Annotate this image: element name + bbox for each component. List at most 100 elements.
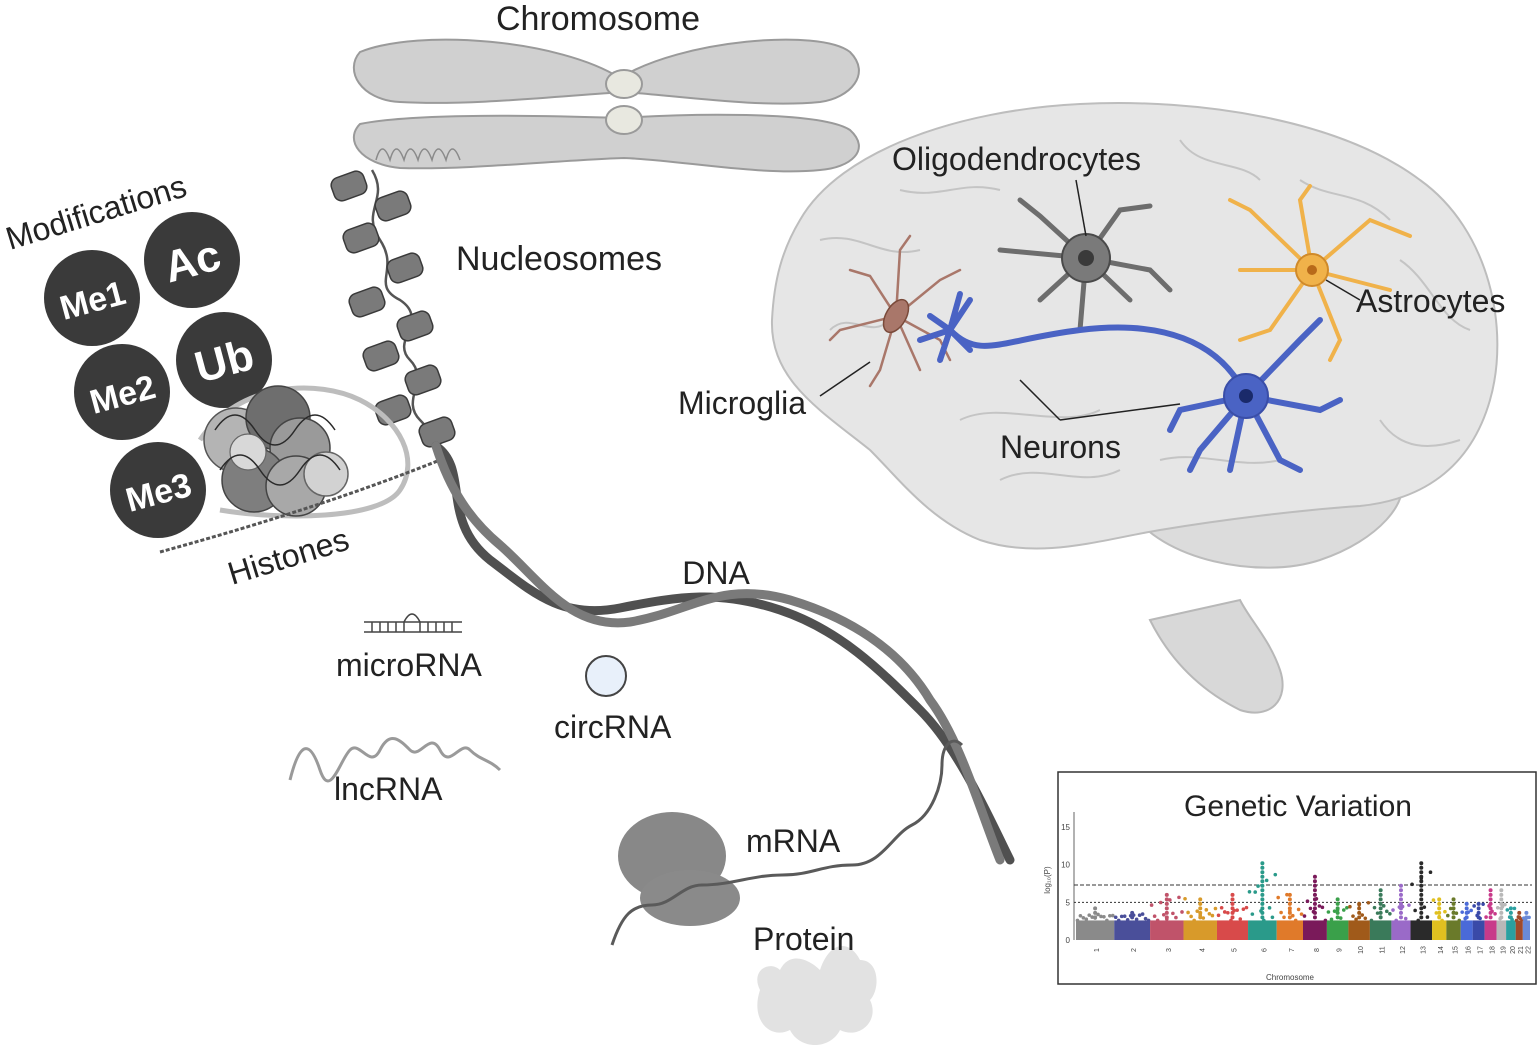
manhattan-point bbox=[1403, 916, 1408, 921]
manhattan-chrom-block bbox=[1515, 920, 1523, 940]
microglia-cell bbox=[828, 234, 962, 388]
manhattan-point bbox=[1244, 905, 1249, 910]
manhattan-point bbox=[1171, 911, 1175, 916]
protein-icon bbox=[757, 946, 877, 1045]
manhattan-point bbox=[1229, 918, 1233, 923]
manhattan-point bbox=[1256, 884, 1260, 888]
manhattan-point bbox=[1345, 905, 1349, 910]
manhattan-point bbox=[1366, 901, 1371, 905]
manhattan-point bbox=[1419, 906, 1424, 911]
manhattan-chrom-block bbox=[1369, 920, 1392, 940]
manhattan-point bbox=[1434, 911, 1439, 915]
manhattan-point bbox=[1192, 918, 1196, 923]
manhattan-point bbox=[1419, 915, 1424, 920]
manhattan-chrom-block bbox=[1114, 920, 1151, 940]
manhattan-point bbox=[1279, 910, 1283, 915]
manhattan-point bbox=[1296, 907, 1301, 912]
manhattan-point bbox=[1448, 906, 1453, 911]
dna-label: DNA bbox=[682, 555, 750, 591]
manhattan-point bbox=[1213, 906, 1218, 911]
manhattan-point bbox=[1381, 904, 1386, 908]
manhattan-point bbox=[1357, 906, 1362, 911]
astrocytes-label: Astrocytes bbox=[1356, 283, 1505, 319]
manhattan-point bbox=[1164, 892, 1169, 897]
manhattan-point bbox=[1422, 905, 1427, 909]
manhattan-point bbox=[1398, 883, 1403, 888]
manhattan-point bbox=[1164, 906, 1169, 911]
manhattan-point bbox=[1093, 915, 1098, 920]
astrocytes-leader bbox=[1325, 279, 1361, 301]
manhattan-point bbox=[1476, 901, 1481, 906]
manhattan-point bbox=[1287, 892, 1292, 897]
mod-me3-circle bbox=[110, 442, 206, 538]
manhattan-point bbox=[1488, 888, 1493, 893]
manhattan-point bbox=[1419, 901, 1424, 906]
manhattan-point bbox=[1312, 883, 1317, 888]
manhattan-chrom-block bbox=[1348, 920, 1370, 940]
manhattan-x-tick: 1 bbox=[1094, 948, 1101, 952]
manhattan-point bbox=[1195, 909, 1200, 913]
manhattan-point bbox=[1260, 879, 1265, 884]
manhattan-point bbox=[1514, 918, 1519, 923]
manhattan-point bbox=[1110, 913, 1115, 918]
manhattan-point bbox=[1460, 910, 1464, 914]
manhattan-point bbox=[1312, 897, 1317, 902]
manhattan-point bbox=[1407, 903, 1411, 907]
manhattan-point bbox=[1476, 906, 1481, 911]
neurons-label: Neurons bbox=[1000, 429, 1121, 465]
manhattan-point bbox=[1451, 910, 1456, 915]
manhattan-y-tick: 5 bbox=[1066, 898, 1071, 907]
manhattan-point bbox=[1351, 914, 1355, 918]
manhattan-x-tick: 16 bbox=[1466, 946, 1473, 954]
manhattan-point bbox=[1253, 890, 1258, 894]
manhattan-point bbox=[1125, 918, 1130, 922]
manhattan-x-tick: 20 bbox=[1510, 946, 1517, 954]
manhattan-point bbox=[1146, 918, 1151, 923]
manhattan-point bbox=[1488, 901, 1493, 906]
manhattan-point bbox=[1378, 906, 1383, 911]
manhattan-point bbox=[1108, 913, 1112, 918]
manhattan-point bbox=[1312, 888, 1317, 893]
mod-me2-circle bbox=[74, 344, 170, 440]
manhattan-point bbox=[1398, 915, 1403, 920]
manhattan-point bbox=[1312, 906, 1317, 911]
microrna-icon bbox=[364, 613, 462, 633]
manhattan-point bbox=[1437, 906, 1442, 911]
manhattan-point bbox=[1186, 910, 1190, 915]
manhattan-point bbox=[1419, 883, 1424, 888]
manhattan-chrom-block bbox=[1496, 920, 1507, 940]
manhattan-point bbox=[1168, 898, 1172, 902]
manhattan-point bbox=[1431, 898, 1436, 902]
manhattan-x-tick: 19 bbox=[1500, 946, 1507, 954]
manhattan-point bbox=[1503, 902, 1507, 907]
histone-octamer bbox=[159, 385, 441, 554]
manhattan-point bbox=[1075, 918, 1080, 923]
manhattan-chrom-block bbox=[1410, 920, 1433, 940]
manhattan-point bbox=[1398, 910, 1403, 915]
manhattan-point bbox=[1155, 918, 1160, 923]
manhattan-point bbox=[1143, 916, 1148, 921]
manhattan-point bbox=[1388, 911, 1392, 916]
manhattan-point bbox=[1320, 905, 1325, 910]
manhattan-point bbox=[1391, 908, 1395, 912]
manhattan-y-tick: 0 bbox=[1066, 936, 1071, 945]
protein-label: Protein bbox=[753, 921, 854, 957]
manhattan-point bbox=[1378, 910, 1383, 915]
manhattan-point bbox=[1512, 906, 1517, 911]
manhattan-point bbox=[1398, 892, 1403, 897]
manhattan-point bbox=[1099, 914, 1103, 919]
manhattan-point bbox=[1484, 915, 1488, 919]
manhattan-point bbox=[1230, 906, 1235, 911]
manhattan-chrom-block bbox=[1460, 920, 1473, 940]
manhattan-point bbox=[1495, 905, 1500, 910]
microrna-label: microRNA bbox=[336, 647, 482, 683]
manhattan-point bbox=[1226, 910, 1230, 915]
modification-circles: Me1 Ac Me2 Ub Me3 bbox=[44, 212, 272, 538]
manhattan-point bbox=[1499, 892, 1504, 897]
manhattan-point bbox=[1158, 900, 1163, 905]
manhattan-point bbox=[1267, 906, 1272, 910]
manhattan-point bbox=[1517, 910, 1522, 915]
manhattan-point bbox=[1312, 874, 1317, 879]
manhattan-point bbox=[1499, 915, 1504, 920]
manhattan-point bbox=[1335, 906, 1340, 911]
